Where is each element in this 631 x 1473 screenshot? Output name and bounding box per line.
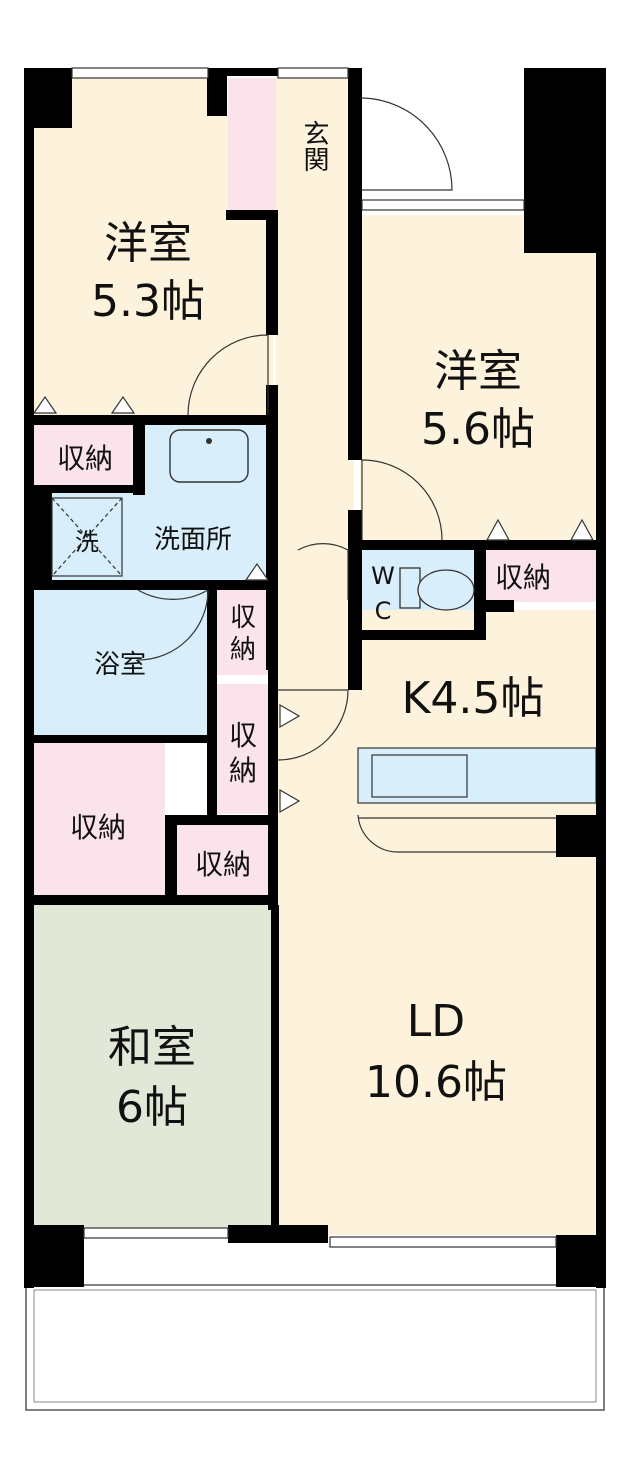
storage-4 (485, 547, 598, 602)
vanity-basin (169, 429, 249, 483)
storage-3-label: 収納 (195, 848, 251, 881)
bathroom-label: 浴室 (94, 650, 146, 680)
kitchen-label: K4.5帖 (402, 673, 545, 724)
bay-window-1 (72, 78, 210, 114)
toilet-tank (399, 567, 421, 609)
western-room-2 (360, 215, 598, 545)
storage-v-2 (217, 684, 269, 814)
door-swings (51, 97, 556, 853)
walls (24, 68, 606, 1288)
storage-v-2-top: 収 (229, 719, 257, 752)
washroom-label: 洗面所 (154, 525, 232, 555)
japanese-room-size: 6帖 (116, 1082, 188, 1133)
storage-v-1-bottom: 納 (230, 635, 256, 665)
closet-markers (32, 395, 595, 814)
toilet-bowl (417, 569, 475, 611)
vanity-drain (206, 438, 212, 444)
balcony-inner-line (33, 1289, 597, 1403)
ld-name: LD (407, 996, 465, 1047)
windows (71, 67, 557, 1248)
bathroom (33, 590, 208, 735)
entrance-label: 玄関 (299, 120, 329, 172)
japanese-room (33, 905, 271, 1230)
western-room-2-size: 5.6帖 (421, 404, 535, 455)
balcony (25, 1284, 605, 1411)
storage-v-1-top: 収 (230, 603, 256, 633)
japanese-room-name: 和室 (108, 1022, 196, 1073)
western-room-2-name: 洋室 (434, 346, 522, 397)
western-room-1-size: 5.3帖 (91, 276, 205, 327)
washroom (52, 492, 272, 582)
kitchen-sink (371, 754, 468, 798)
storage-4-label: 収納 (495, 561, 551, 594)
storage-2 (33, 743, 165, 895)
storage-v-2-bottom: 納 (229, 754, 257, 787)
storage-1-label: 収納 (57, 442, 113, 475)
storage-v-1 (217, 590, 269, 675)
storage-1 (33, 425, 133, 487)
western-room-1-name: 洋室 (104, 218, 192, 269)
wc-label-w: W (371, 562, 395, 590)
storage-3 (176, 825, 269, 895)
ld-size: 10.6帖 (365, 1057, 507, 1108)
wc-label-c: C (375, 597, 392, 625)
entrance-floor (276, 78, 354, 218)
ldk (278, 610, 598, 1235)
washer-label: 洗 (75, 528, 99, 556)
storage-2-label: 収納 (70, 811, 126, 844)
